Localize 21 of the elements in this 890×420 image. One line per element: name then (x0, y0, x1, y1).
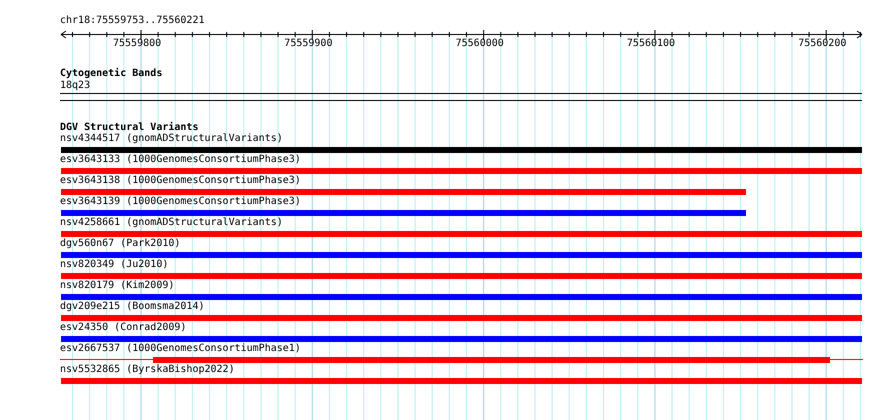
region-label: chr18:75559753..75560221 (60, 15, 204, 27)
tick-label: 75560200 (798, 38, 846, 50)
feature-label: esv2667537 (1000GenomesConsortiumPhase1) (60, 343, 301, 355)
feature-label: dgv560n67 (Park2010) (60, 238, 180, 250)
feature-label: nsv820179 (Kim2009) (60, 280, 174, 292)
feature-label: nsv5532865 (ByrskaBishop2022) (60, 364, 235, 376)
tick-label: 75559800 (113, 38, 162, 50)
feature-label: esv3643133 (1000GenomesConsortiumPhase3) (60, 154, 301, 166)
feature-label: esv24350 (Conrad2009) (60, 322, 186, 334)
track-title: DGV Structural Variants (60, 122, 198, 133)
feature-label: nsv820349 (Ju2010) (60, 259, 168, 271)
tick-label: 75560100 (626, 38, 676, 50)
feature-label: nsv4258661 (gnomADStructuralVariants) (60, 217, 283, 229)
feature-label: dgv209e215 (Boomsma2014) (60, 301, 204, 313)
tick-label: 75560000 (456, 38, 504, 50)
tick-label: 75559900 (284, 38, 332, 50)
band-label: 18q23 (60, 80, 90, 92)
feature-label: esv3643138 (1000GenomesConsortiumPhase3) (60, 175, 301, 187)
feature-label: esv3643139 (1000GenomesConsortiumPhase3) (60, 196, 301, 208)
track-title: Cytogenetic Bands (60, 68, 162, 80)
feature-label: nsv4344517 (gnomADStructuralVariants) (60, 133, 283, 145)
